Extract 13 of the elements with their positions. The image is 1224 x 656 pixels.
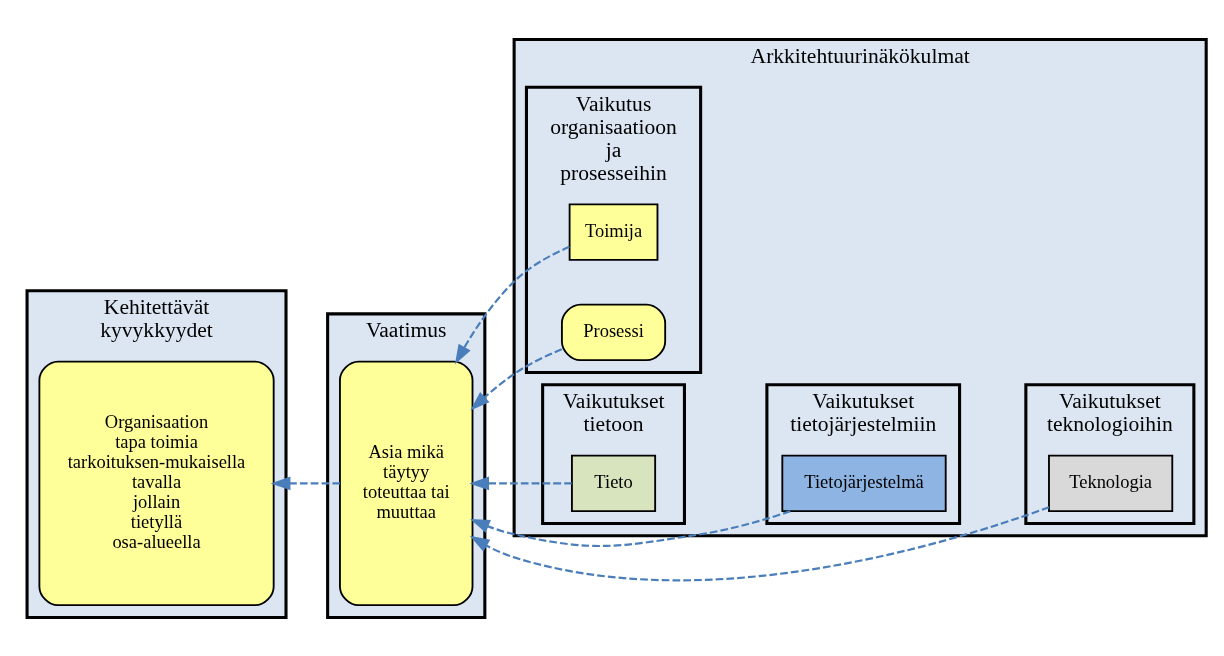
node-box: Toimija [568,203,659,261]
arrow [470,509,791,547]
arrow [469,476,572,490]
node-box: Asia mikä täytyy toteuttaa tai muuttaa [339,360,474,606]
arrow [469,505,1050,581]
node-box: Organisaation tapa toimia tarkoituksen-mukaisella tavalla jollain tietyllä osa-alueella [38,360,275,606]
node-box: Prosessi [561,303,667,361]
node-box: Tietojärjestelmä [781,454,947,512]
arrow [270,476,340,490]
node-box: Tieto [571,454,657,512]
node-box: Teknologia [1048,454,1174,512]
arrow [454,245,570,364]
arrow [470,347,563,411]
